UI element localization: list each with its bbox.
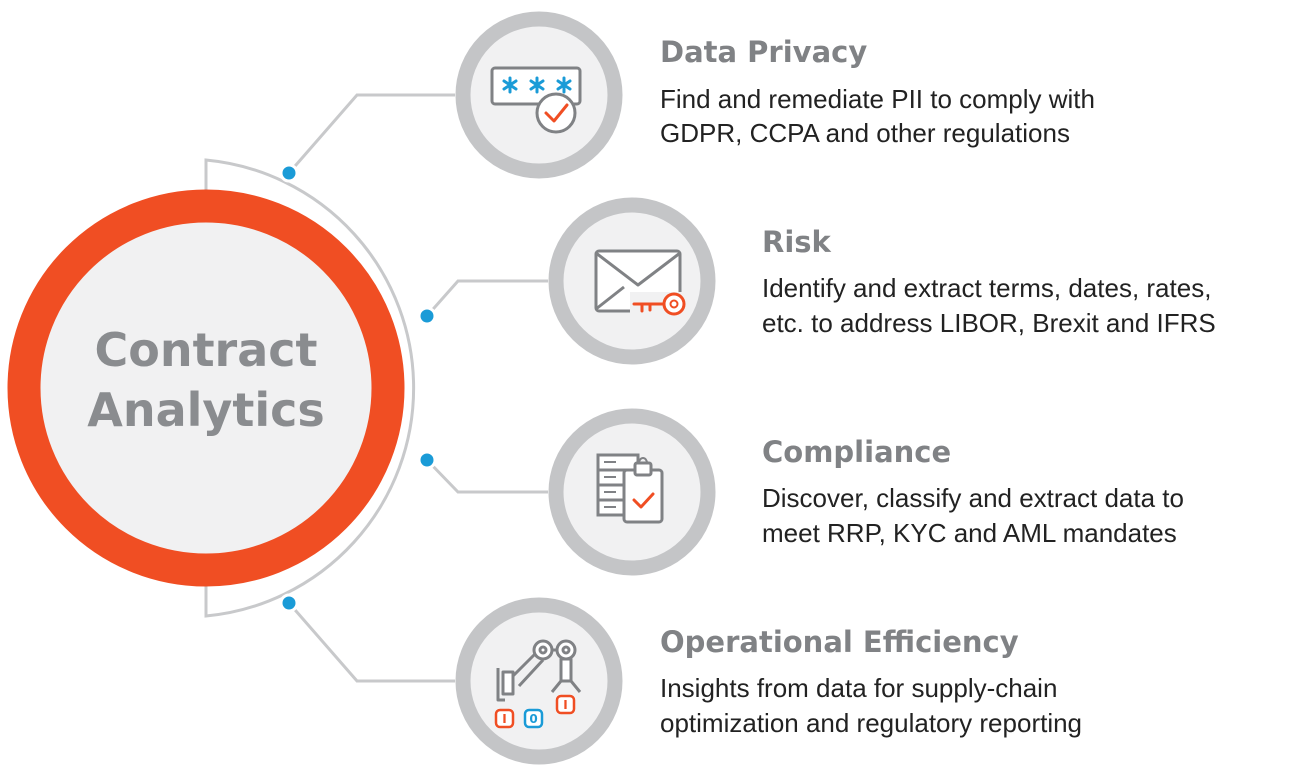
binary-digit: I xyxy=(563,698,567,712)
item-compliance: Compliance Discover, classify and extrac… xyxy=(548,408,1184,576)
item-title: Risk xyxy=(762,225,832,259)
connector-lines xyxy=(287,93,548,683)
connector-dot xyxy=(279,593,299,613)
item-desc-line1: Identify and extract terms, dates, rates… xyxy=(762,273,1211,303)
connector-dot xyxy=(417,306,437,326)
item-title: Compliance xyxy=(762,435,951,469)
item-desc-line2: meet RRP, KYC and AML mandates xyxy=(762,518,1177,548)
password-check-icon xyxy=(490,66,582,134)
connector-arc xyxy=(204,158,416,618)
envelope-key-icon xyxy=(594,249,688,316)
binary-digit: 0 xyxy=(529,712,537,726)
hub: Contract Analytics xyxy=(7,189,405,587)
connector-compliance xyxy=(425,458,548,494)
item-desc-line2: etc. to address LIBOR, Brexit and IFRS xyxy=(762,308,1216,338)
hub-ring xyxy=(7,189,405,587)
robot-arm-icon xyxy=(496,639,582,702)
item-desc-line2: optimization and regulatory reporting xyxy=(660,708,1082,738)
item-data-privacy: Data Privacy Find and remediate PII to c… xyxy=(455,11,1095,179)
item-operational-efficiency: I 0 I Operational Efficiency Insights fr… xyxy=(455,597,1082,765)
item-desc-line1: Discover, classify and extract data to xyxy=(762,483,1184,513)
item-desc-line1: Insights from data for supply-chain xyxy=(660,673,1057,703)
connector-risk xyxy=(425,279,548,317)
item-risk: Risk Identify and extract terms, dates, … xyxy=(548,197,1216,365)
item-circle xyxy=(455,597,623,765)
hub-title-line2: Analytics xyxy=(87,383,325,437)
item-desc-line1: Find and remediate PII to comply with xyxy=(660,84,1095,114)
server-clipboard-icon xyxy=(596,453,664,524)
item-desc-line2: GDPR, CCPA and other regulations xyxy=(660,118,1070,148)
connector-data-privacy xyxy=(287,93,455,174)
connector-dot xyxy=(417,450,437,470)
item-title: Data Privacy xyxy=(660,35,867,69)
connector-dot xyxy=(279,163,299,183)
connector-operational-efficiency xyxy=(287,602,455,683)
binary-digit: I xyxy=(502,712,506,726)
hub-title-line1: Contract xyxy=(94,323,317,377)
connector-dots xyxy=(279,163,437,613)
binary-digits: I 0 I xyxy=(494,694,576,729)
item-title: Operational Efficiency xyxy=(660,625,1019,659)
